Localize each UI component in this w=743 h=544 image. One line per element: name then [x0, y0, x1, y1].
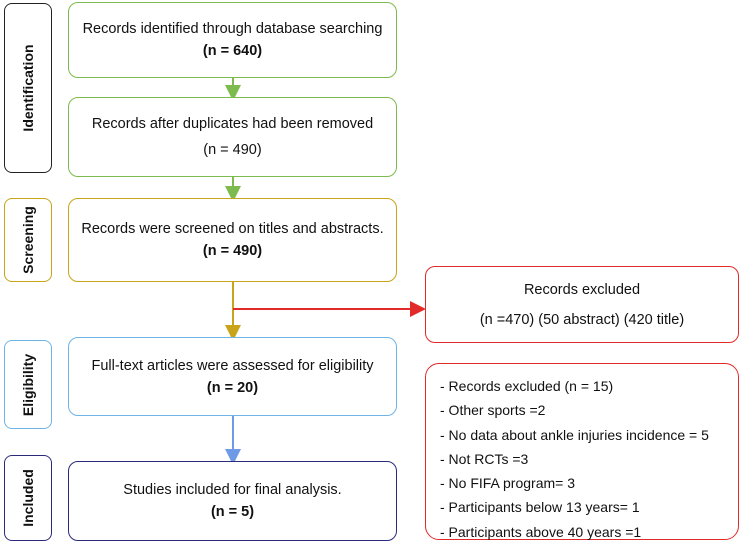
studies-included-count: (n = 5): [210, 504, 255, 520]
excluded-item: - No data about ankle injuries incidence…: [440, 426, 709, 443]
records-screened-text: Records were screened on titles and abst…: [81, 221, 384, 237]
box-records-excluded-full-text: - Records excluded (n = 15) - Other spor…: [425, 363, 739, 540]
stage-eligibility: Eligibility: [4, 340, 52, 429]
box-records-screened: Records were screened on titles and abst…: [68, 198, 397, 282]
excluded-item: - Participants above 40 years =1: [440, 523, 642, 540]
excluded-item: - Participants below 13 years= 1: [440, 499, 640, 516]
records-identified-count: (n = 640): [202, 43, 263, 59]
excluded-item: - Records excluded (n = 15): [440, 378, 614, 394]
box-full-text-assessed: Full-text articles were assessed for eli…: [68, 337, 397, 416]
box-records-excluded-screening: Records excluded (n =470) (50 abstract) …: [425, 266, 739, 343]
stage-screening: Screening: [4, 198, 52, 282]
full-text-count: (n = 20): [206, 379, 259, 396]
excluded-item: - Other sports =2: [440, 402, 546, 419]
studies-included-text: Studies included for final analysis.: [123, 482, 342, 498]
box-duplicates-removed: Records after duplicates had been remove…: [68, 97, 397, 177]
excluded-item: - No FIFA program= 3: [440, 475, 575, 492]
full-text-text: Full-text articles were assessed for eli…: [91, 357, 374, 374]
stage-identification: Identification: [4, 3, 52, 173]
box-records-identified: Records identified through database sear…: [68, 2, 397, 78]
stage-included: Included: [4, 455, 52, 541]
duplicates-removed-count: (n = 490): [203, 142, 262, 158]
excluded-screening-text: Records excluded: [523, 281, 641, 298]
excluded-screening-count: (n =470) (50 abstract) (420 title): [479, 311, 685, 328]
records-identified-text: Records identified through database sear…: [82, 21, 383, 37]
box-studies-included: Studies included for final analysis. (n …: [68, 461, 397, 541]
duplicates-removed-text: Records after duplicates had been remove…: [91, 116, 374, 132]
excluded-item: - Not RCTs =3: [440, 450, 529, 467]
excluded-full-text-list: - Records excluded (n = 15) - Other spor…: [440, 374, 709, 544]
records-screened-count: (n = 490): [202, 243, 263, 259]
